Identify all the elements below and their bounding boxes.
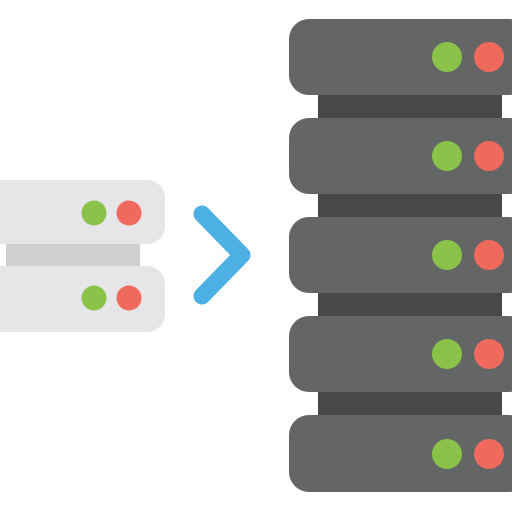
large-server-unit	[289, 19, 512, 95]
small-server-unit	[0, 266, 165, 332]
status-light-green	[432, 240, 462, 270]
status-light-red	[474, 42, 504, 72]
status-light-green	[81, 200, 107, 226]
status-light-red	[474, 240, 504, 270]
status-light-red	[116, 285, 142, 311]
large-server-rack	[289, 19, 512, 492]
large-server-unit	[289, 217, 512, 293]
status-light-red	[474, 339, 504, 369]
status-light-green	[432, 42, 462, 72]
status-light-green	[432, 439, 462, 469]
status-light-green	[81, 285, 107, 311]
small-server-unit	[0, 180, 165, 244]
large-server-unit	[289, 316, 512, 392]
status-light-green	[432, 339, 462, 369]
status-light-red	[116, 200, 142, 226]
small-server-stack	[0, 180, 165, 332]
status-light-green	[432, 141, 462, 171]
status-light-red	[474, 439, 504, 469]
small-server-connector	[6, 240, 140, 270]
chevron-right-icon	[193, 205, 251, 305]
large-server-unit	[289, 415, 512, 492]
large-server-unit	[289, 118, 512, 194]
status-light-red	[474, 141, 504, 171]
